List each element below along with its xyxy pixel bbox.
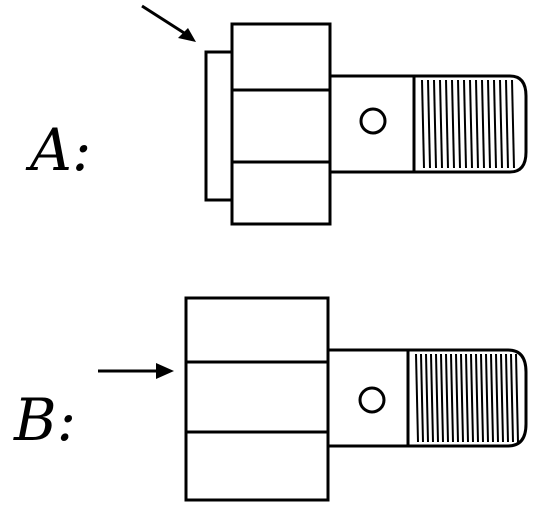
- nut-b: [184, 296, 330, 502]
- thread-line: [481, 79, 485, 169]
- thread-line: [485, 353, 489, 443]
- thread-line: [470, 353, 474, 443]
- bolt-a-threads: [421, 79, 515, 169]
- bolt-b-shank: [328, 348, 408, 448]
- thread-line: [487, 79, 491, 169]
- thread-line: [475, 353, 479, 443]
- bolt-a-thread-outline: [414, 74, 528, 174]
- thread-line: [515, 353, 519, 443]
- thread-line: [445, 79, 449, 169]
- thread-line: [505, 79, 509, 169]
- thread-line: [455, 353, 459, 443]
- label-b: B:: [13, 386, 76, 454]
- thread-line: [469, 79, 473, 169]
- nut-b-body: [184, 296, 330, 502]
- thread-line: [435, 353, 439, 443]
- thread-line: [427, 79, 431, 169]
- thread-line: [451, 79, 455, 169]
- thread-line: [433, 79, 437, 169]
- arrow-b-head: [156, 363, 174, 379]
- thread-line: [440, 353, 444, 443]
- thread-line: [415, 353, 419, 443]
- thread-line: [490, 353, 494, 443]
- thread-line: [445, 353, 449, 443]
- thread-line: [510, 353, 514, 443]
- bolt-a-shank: [330, 74, 414, 174]
- figure-a: A:: [25, 4, 528, 226]
- thread-line: [480, 353, 484, 443]
- thread-line: [499, 79, 503, 169]
- thread-line: [421, 79, 425, 169]
- arrow-a-head: [178, 28, 196, 42]
- thread-line: [495, 353, 499, 443]
- label-a: A:: [25, 116, 91, 184]
- thread-line: [511, 79, 515, 169]
- arrow-a: [141, 4, 196, 42]
- thread-line: [425, 353, 429, 443]
- bolt-a: [330, 74, 528, 174]
- thread-line: [463, 79, 467, 169]
- bolt-b: [328, 348, 528, 448]
- thread-line: [439, 79, 443, 169]
- bolt-b-hole: [358, 386, 386, 414]
- thread-line: [430, 353, 434, 443]
- nut-a: [230, 22, 332, 226]
- thread-line: [457, 79, 461, 169]
- thread-line: [465, 353, 469, 443]
- bolt-b-threads: [415, 353, 519, 443]
- thread-line: [493, 79, 497, 169]
- nut-a-body: [230, 22, 332, 226]
- thread-line: [450, 353, 454, 443]
- thread-line: [475, 79, 479, 169]
- bolt-b-thread-outline: [408, 348, 528, 448]
- figure-b: B:: [13, 296, 528, 502]
- washer-a: [204, 50, 234, 202]
- arrow-b: [98, 363, 174, 379]
- thread-line: [500, 353, 504, 443]
- thread-line: [420, 353, 424, 443]
- thread-line: [460, 353, 464, 443]
- thread-line: [505, 353, 509, 443]
- bolt-a-hole: [359, 107, 387, 135]
